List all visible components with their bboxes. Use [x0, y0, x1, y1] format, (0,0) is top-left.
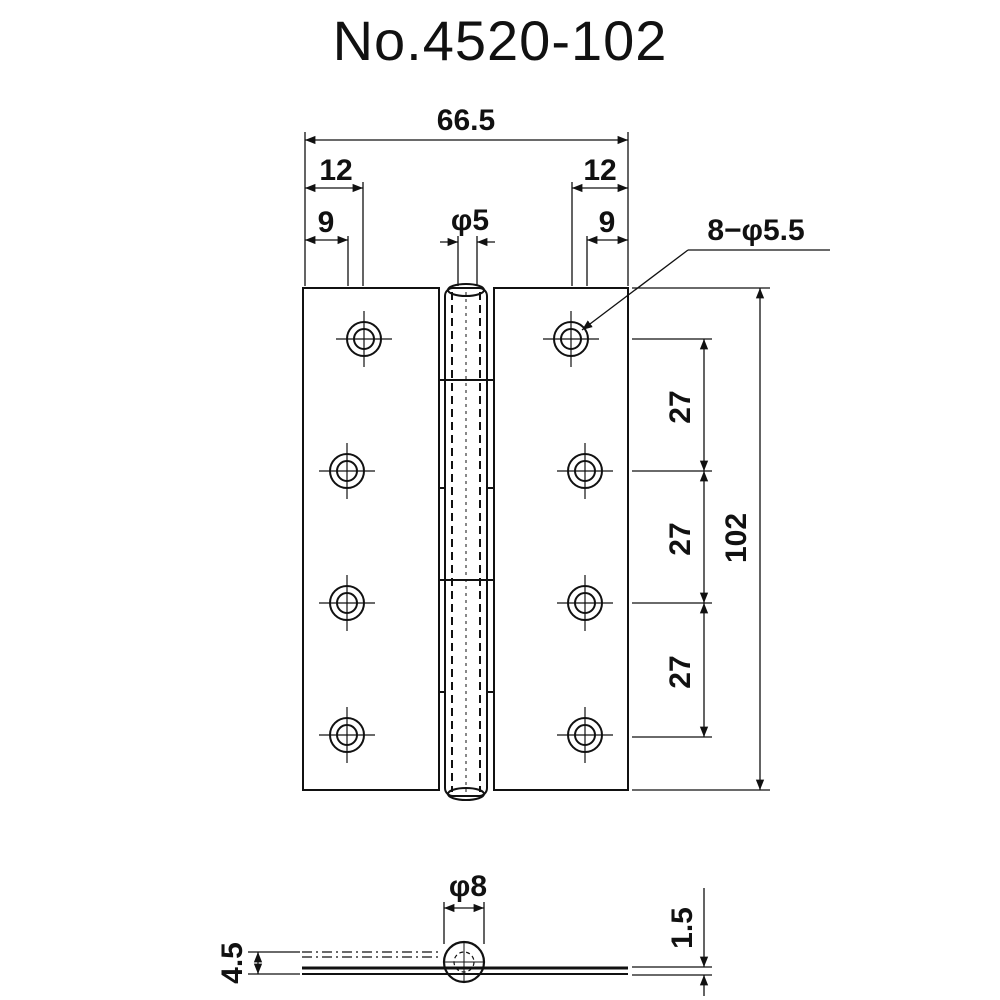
dim-left-9: 9	[318, 206, 335, 239]
dim-spacing-2: 27	[664, 522, 697, 555]
drawing-title: No.4520-102	[332, 9, 668, 72]
dim-pin-diameter: φ5	[451, 204, 489, 237]
screw-holes-left	[319, 311, 392, 763]
dim-left-12: 12	[319, 154, 352, 187]
dim-spacing-1: 27	[664, 390, 697, 423]
dim-side-height: 4.5	[216, 942, 249, 984]
dim-spacing-3: 27	[664, 655, 697, 688]
dim-overall-width: 66.5	[437, 104, 495, 137]
dim-thickness: 1.5	[666, 907, 699, 949]
dim-height: 102	[720, 513, 753, 563]
side-view	[302, 940, 628, 984]
dim-knuckle-diameter: φ8	[449, 870, 487, 903]
right-leaf	[493, 287, 629, 791]
left-leaf	[302, 287, 440, 791]
dim-right-12: 12	[583, 154, 616, 187]
knuckle	[438, 283, 495, 801]
screw-holes-right	[543, 311, 613, 763]
dim-right-9: 9	[599, 206, 616, 239]
dim-holes: 8−φ5.5	[707, 214, 804, 247]
